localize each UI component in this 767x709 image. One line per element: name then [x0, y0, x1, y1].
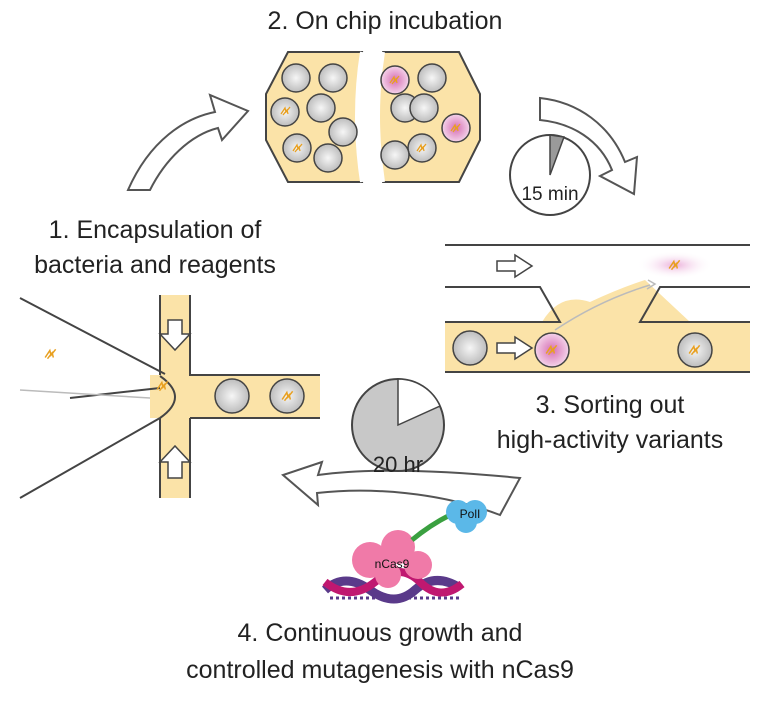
cas9-protein: [352, 530, 432, 588]
flow-arrow-icon: [496, 253, 534, 279]
step2-title: 2. On chip incubation: [267, 7, 503, 35]
polymerase-protein: [446, 500, 487, 533]
step1-label-line2: bacteria and reagents: [34, 251, 276, 279]
incubation-time: 15 min: [521, 184, 578, 205]
cycle-arrow-icon: [539, 96, 639, 196]
step3-label-line2: high-activity variants: [496, 426, 724, 454]
step1-label-line1: 1. Encapsulation of: [48, 216, 262, 244]
cas9-label: nCas9: [375, 557, 410, 571]
linker: [410, 512, 452, 542]
flow-arrow-icon: [158, 444, 192, 479]
growth-time: 20 hr: [373, 452, 423, 477]
step4-label-line2: controlled mutagenesis with nCas9: [186, 656, 574, 684]
clock-icon: [351, 378, 445, 472]
flow-arrow-icon: [496, 335, 534, 361]
clock-icon: [509, 134, 591, 216]
flow-arrow-icon: [158, 319, 192, 352]
step4-label-line1: 4. Continuous growth and: [237, 619, 523, 647]
polymerase-label: PolI: [460, 507, 481, 521]
cycle-arrow-icon: [126, 93, 250, 191]
step3-label-line1: 3. Sorting out: [535, 391, 685, 419]
